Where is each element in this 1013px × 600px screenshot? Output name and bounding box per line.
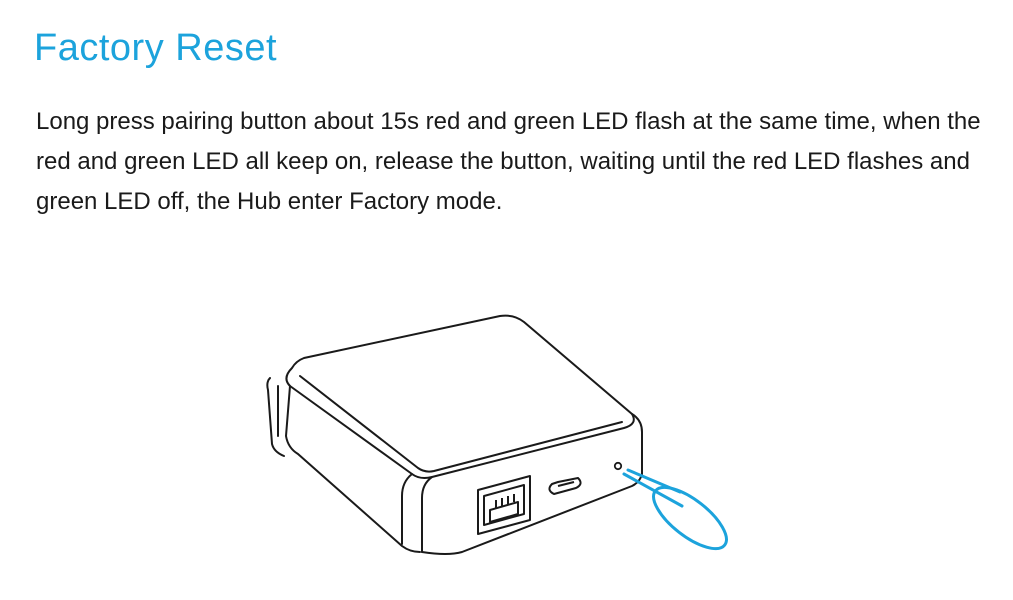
hub-device-icon xyxy=(266,314,643,555)
hub-reset-illustration xyxy=(266,314,728,555)
page-title: Factory Reset xyxy=(34,27,278,69)
instruction-paragraph: Long press pairing button about 15s red … xyxy=(36,108,981,215)
ethernet-port-icon xyxy=(477,475,531,535)
reset-pin-icon xyxy=(622,468,728,551)
reset-hole-icon xyxy=(613,461,623,471)
usb-port-icon xyxy=(548,477,582,495)
